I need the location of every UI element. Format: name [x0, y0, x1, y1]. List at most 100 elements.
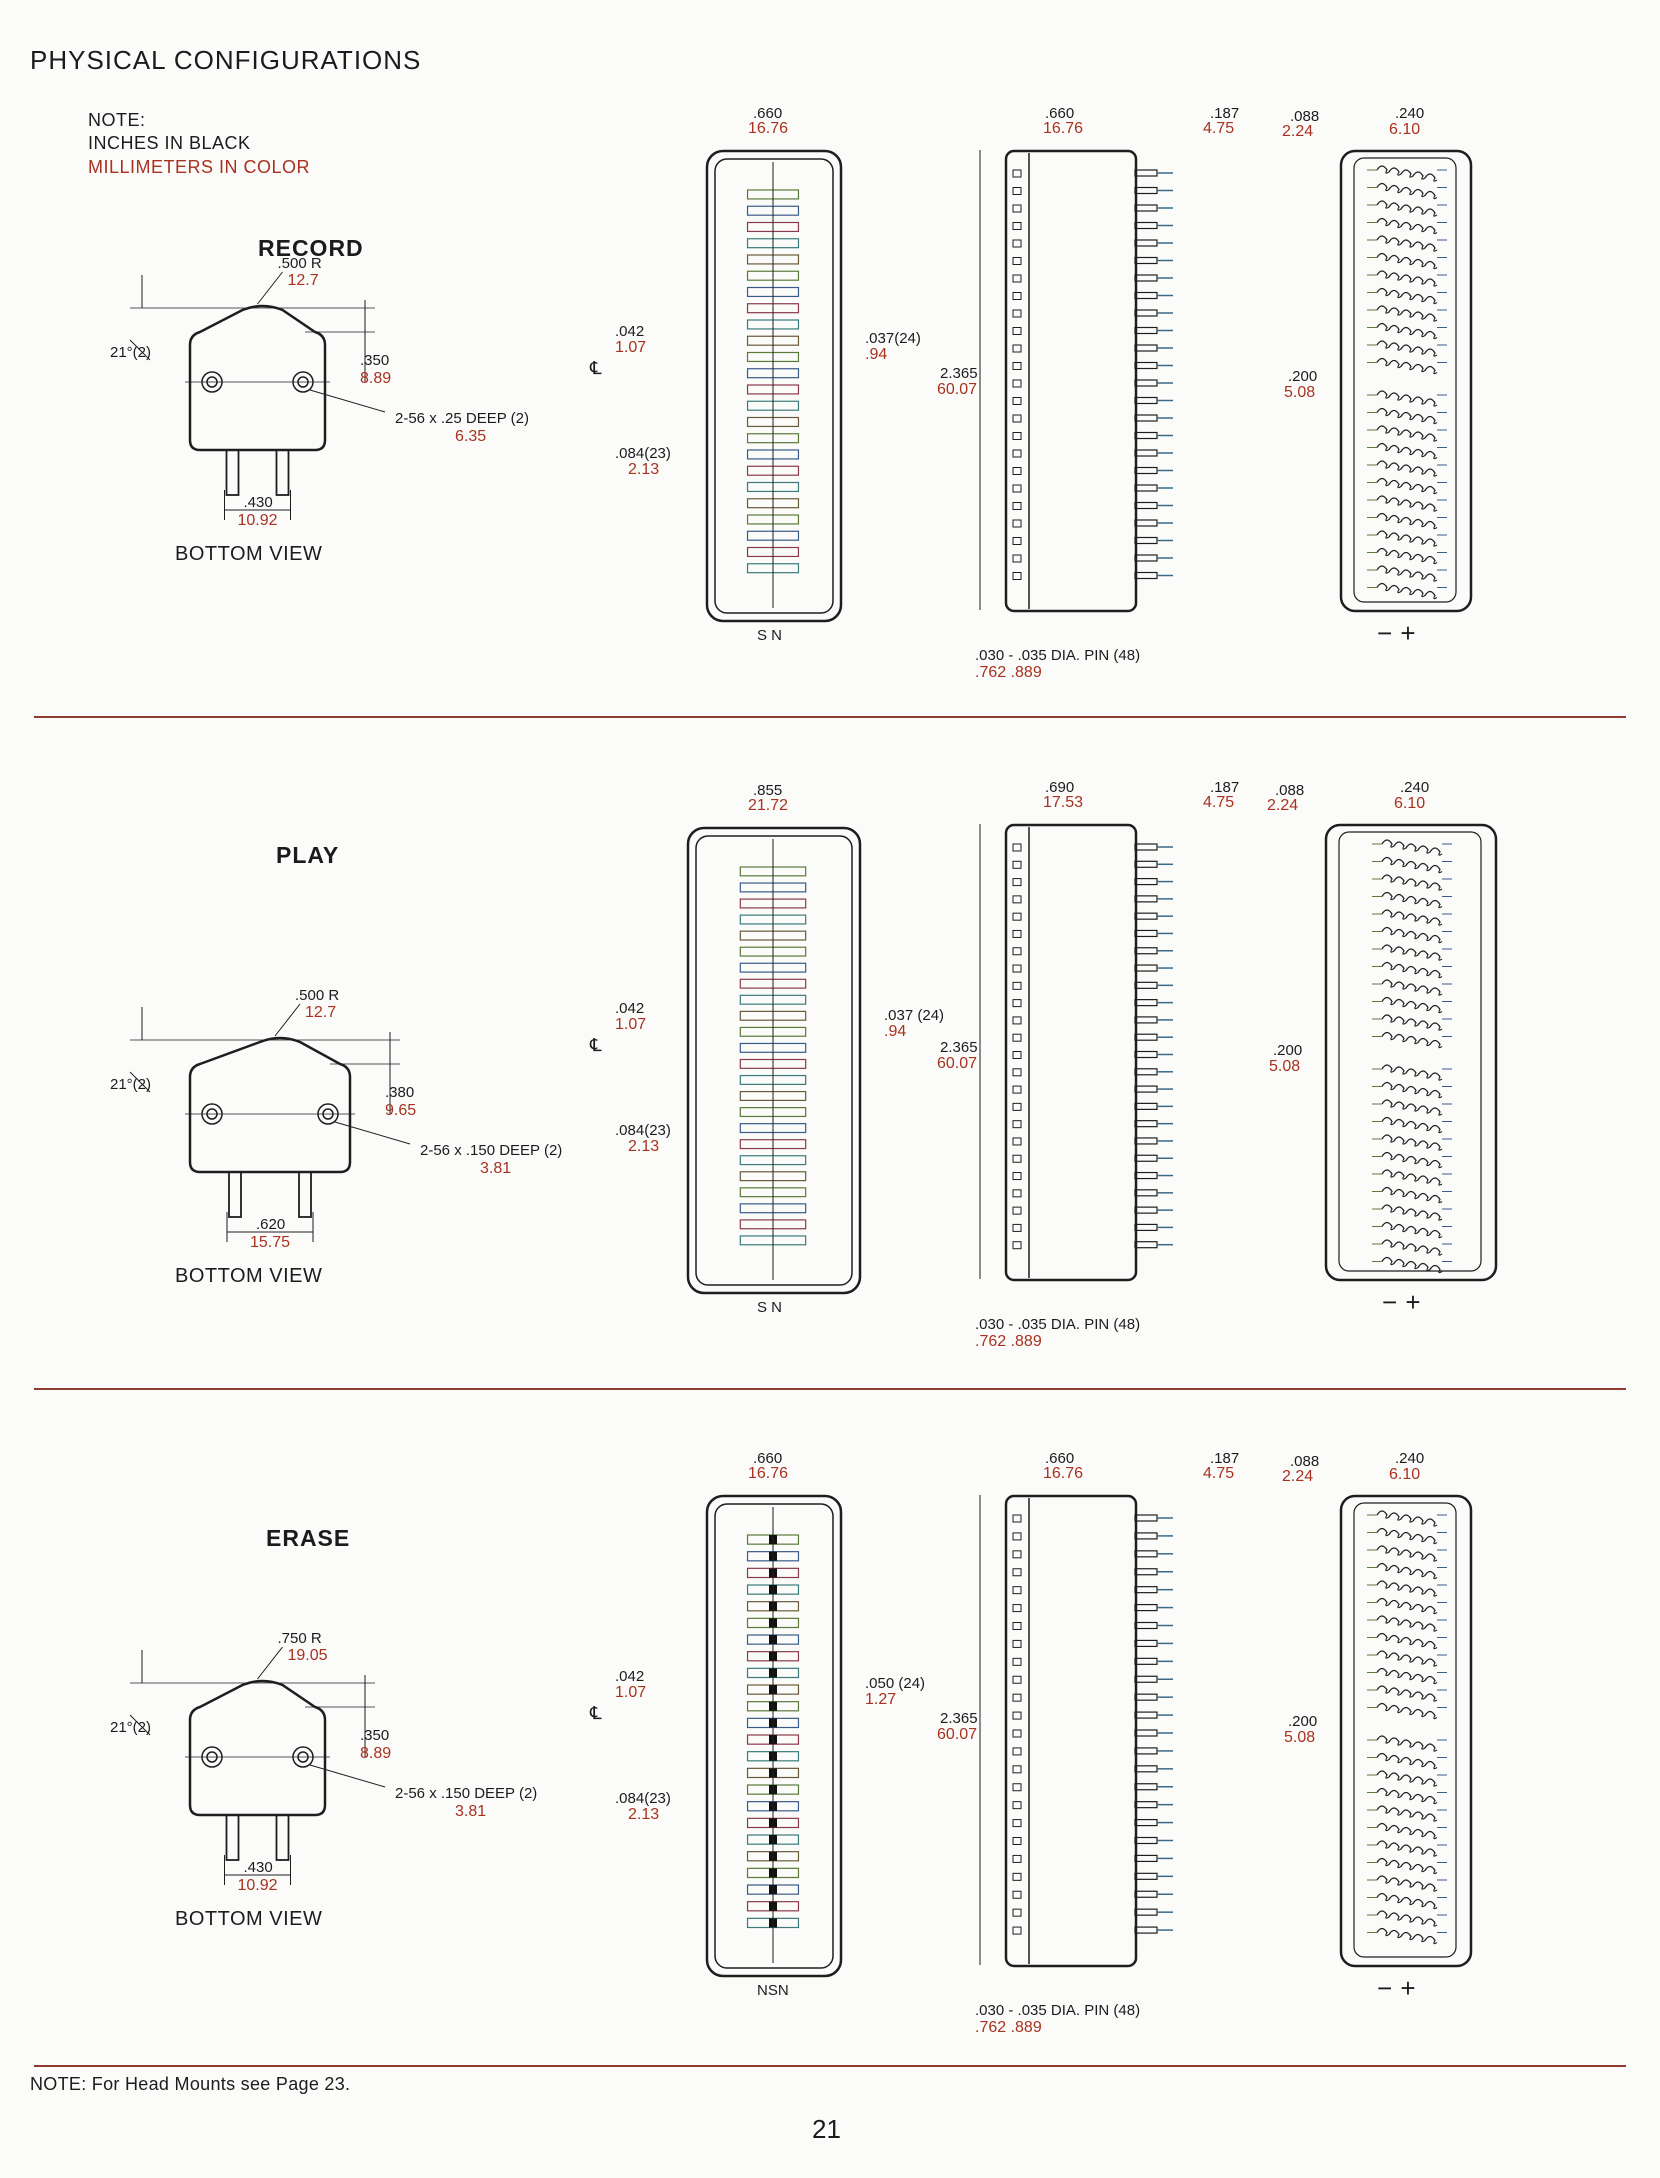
side-width-dim: .660 [1045, 105, 1075, 122]
pin-spacing-dim-mm: 10.92 [237, 1877, 278, 1894]
face-pole-label: S N [757, 1299, 783, 1316]
gap-dim-mm: 1.07 [615, 339, 647, 356]
side-view-drawing [1004, 149, 1173, 613]
polarity-label: − + [1377, 618, 1417, 648]
radius-dim: .750 R [277, 1630, 322, 1647]
height-dim: .350 [360, 352, 390, 369]
angle-dim: 21°(2) [110, 1076, 152, 1093]
track-dim-mm: 1.27 [865, 1691, 897, 1708]
coil-spacing-dim-mm: 5.08 [1284, 1729, 1316, 1746]
side-width-dim-mm: 16.76 [1043, 1465, 1084, 1482]
length-dim-mm: 60.07 [937, 381, 978, 398]
pin-length-dim-mm: 4.75 [1203, 1465, 1235, 1482]
divider-rule [34, 1388, 1626, 1390]
length-dim: 2.365 [940, 1039, 978, 1056]
pin-note: .030 - .035 DIA. PIN (48) [975, 1316, 1141, 1333]
page-title: PHYSICAL CONFIGURATIONS [30, 45, 422, 75]
pitch-dim: .084(23) [615, 445, 671, 462]
length-dim-line [979, 1495, 981, 1965]
top-offset-dim-mm: 2.24 [1267, 797, 1299, 814]
divider-rule [34, 2065, 1626, 2067]
length-dim-line [979, 824, 981, 1279]
face-width-dim-mm: 16.76 [748, 1465, 789, 1482]
face-width-dim: .660 [753, 1450, 783, 1467]
footer-note: NOTE: For Head Mounts see Page 23. [30, 2074, 351, 2094]
section-title: RECORD [258, 235, 364, 261]
screw-note: 2-56 x .150 DEEP (2) [395, 1785, 538, 1802]
side-width-dim-mm: 16.76 [1043, 120, 1084, 137]
top-offset-dim: .088 [1290, 108, 1320, 125]
face-pole-label: S N [757, 627, 783, 644]
height-dim-mm: 9.65 [385, 1102, 417, 1119]
page-number: 21 [812, 2114, 841, 2144]
pin-spacing-dim: .430 [243, 1859, 273, 1876]
gap-dim: .042 [615, 1668, 645, 1685]
coil-spacing-dim: .200 [1288, 1713, 1318, 1730]
pin-length-dim: .187 [1210, 779, 1240, 796]
face-width-dim: .660 [753, 105, 783, 122]
divider-rule [34, 716, 1626, 718]
polarity-label: − + [1382, 1287, 1422, 1317]
height-dim: .350 [360, 1727, 390, 1744]
gap-dim: .042 [615, 323, 645, 340]
side-width-dim: .690 [1045, 779, 1075, 796]
end-view-drawing [1339, 1494, 1473, 1968]
end-view-drawing [1324, 823, 1498, 1282]
gap-dim-mm: 1.07 [615, 1016, 647, 1033]
bottom-view-label: BOTTOM VIEW [175, 1908, 323, 1930]
length-dim-mm: 60.07 [937, 1055, 978, 1072]
bottom-view-drawing [129, 1003, 411, 1242]
angle-dim: 21°(2) [110, 1719, 152, 1736]
pin-length-dim-mm: 4.75 [1203, 794, 1235, 811]
note-inches: INCHES IN BLACK [88, 133, 251, 153]
pitch-dim-mm: 2.13 [628, 1138, 660, 1155]
coil-width-dim: .240 [1395, 105, 1425, 122]
note-millimeters: MILLIMETERS IN COLOR [88, 157, 311, 177]
pin-spacing-dim: .430 [243, 494, 273, 511]
note-label: NOTE: [88, 110, 146, 130]
centerline-symbol: ℄ [590, 358, 603, 378]
face-width-dim-mm: 21.72 [748, 797, 789, 814]
screw-note-mm: 3.81 [455, 1803, 487, 1820]
bottom-view-drawing [129, 1646, 386, 1885]
pin-note-mm: .762 .889 [975, 2019, 1042, 2036]
height-dim-mm: 8.89 [360, 1745, 392, 1762]
coil-width-dim: .240 [1395, 1450, 1425, 1467]
pin-note: .030 - .035 DIA. PIN (48) [975, 647, 1141, 664]
coil-spacing-dim-mm: 5.08 [1284, 384, 1316, 401]
angle-dim: 21°(2) [110, 344, 152, 361]
screw-note-mm: 6.35 [455, 428, 487, 445]
polarity-label: − + [1377, 1973, 1417, 2003]
pin-spacing-dim-mm: 10.92 [237, 512, 278, 529]
section-title: ERASE [266, 1525, 351, 1551]
coil-width-dim-mm: 6.10 [1389, 1466, 1421, 1483]
radius-dim-mm: 12.7 [287, 272, 319, 289]
top-offset-dim: .088 [1290, 1453, 1320, 1470]
gap-dim-mm: 1.07 [615, 1684, 647, 1701]
pin-spacing-dim: .620 [256, 1216, 286, 1233]
pin-note-mm: .762 .889 [975, 1333, 1042, 1350]
face-view-drawing [705, 1494, 843, 1978]
face-width-dim: .855 [753, 782, 783, 799]
top-offset-dim-mm: 2.24 [1282, 123, 1314, 140]
centerline-symbol: ℄ [590, 1035, 603, 1055]
radius-dim-mm: 12.7 [305, 1004, 337, 1021]
coil-width-dim-mm: 6.10 [1394, 795, 1426, 812]
side-view-drawing [1004, 823, 1173, 1282]
track-dim: .050 (24) [865, 1675, 926, 1692]
coil-width-dim: .240 [1400, 779, 1430, 796]
face-view-drawing [686, 826, 862, 1295]
section-title: PLAY [276, 842, 340, 868]
top-offset-dim: .088 [1275, 782, 1305, 799]
coil-spacing-dim: .200 [1288, 368, 1318, 385]
screw-note-mm: 3.81 [480, 1160, 512, 1177]
radius-dim: .500 R [277, 255, 322, 272]
screw-note: 2-56 x .25 DEEP (2) [395, 410, 529, 427]
height-dim: .380 [385, 1084, 415, 1101]
gap-dim: .042 [615, 1000, 645, 1017]
height-dim-mm: 8.89 [360, 370, 392, 387]
pitch-dim-mm: 2.13 [628, 1806, 660, 1823]
length-dim-mm: 60.07 [937, 1726, 978, 1743]
